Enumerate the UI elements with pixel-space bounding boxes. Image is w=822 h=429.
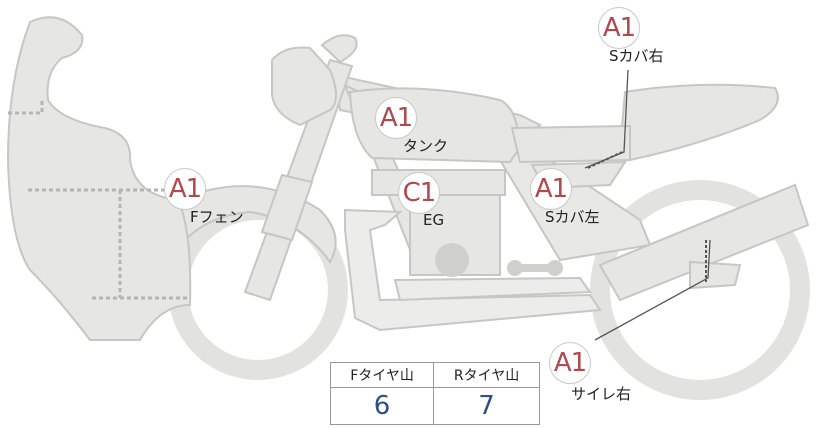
front-tread-value: 6 [329, 387, 435, 425]
fork-guard [260, 173, 314, 242]
grade-badge-silencer-right: A1 [549, 342, 591, 384]
label-s-cover-left: Sカバ左 [545, 208, 600, 226]
rear-tread-value: 7 [433, 387, 540, 425]
grade-badge-tank: A1 [375, 97, 417, 139]
fairing-dotted-line-1 [8, 100, 44, 115]
grade-badge-engine: C1 [398, 172, 440, 214]
exhaust-lower [393, 276, 592, 302]
label-engine: EG [423, 211, 445, 229]
seat-base [510, 124, 631, 164]
handlebar [320, 34, 358, 64]
rear-tread-header: Rタイヤ山 [433, 362, 540, 388]
rear-wheel [590, 180, 810, 400]
grade-badge-f-fender: A1 [164, 168, 206, 210]
leader-silencer-right [594, 239, 711, 341]
engine-block [409, 194, 501, 276]
label-s-cover-right: Sカバ右 [609, 47, 664, 65]
label-silencer-right: サイレ右 [571, 385, 632, 403]
silencer [598, 183, 810, 302]
grade-badge-s-cover-left: A1 [530, 168, 572, 210]
fairing-shape [6, 16, 192, 341]
grade-badge-s-cover-right: A1 [598, 7, 640, 49]
front-tread-header: Fタイヤ山 [329, 362, 435, 388]
headlight [271, 46, 337, 127]
engine-cover [435, 243, 469, 277]
seat [618, 83, 779, 162]
label-f-fender: Fフェン [190, 208, 244, 226]
label-tank: タンク [403, 137, 449, 155]
tire-tread-table: Fタイヤ山 Rタイヤ山 6 7 [329, 362, 540, 425]
